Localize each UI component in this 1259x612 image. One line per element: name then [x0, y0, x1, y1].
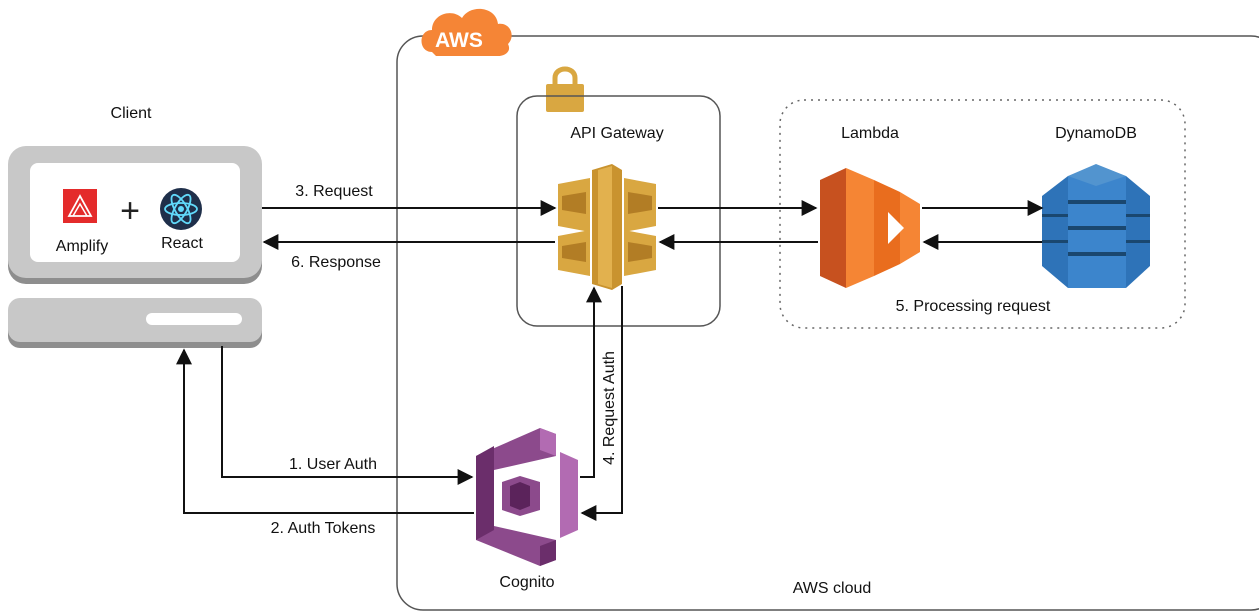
cognito-label: Cognito: [499, 574, 554, 591]
react-icon: [160, 188, 202, 230]
lambda-icon: [820, 168, 920, 288]
lambda-dynamodb-container: [779, 99, 1186, 329]
amplify-label: Amplify: [56, 238, 108, 255]
aws-cloud-label: AWS cloud: [793, 580, 872, 597]
edge-label-response: 6. Response: [291, 254, 381, 271]
edge-user-auth: [221, 346, 474, 485]
api-gateway-container: [516, 95, 721, 327]
edge-request-auth-down: [580, 286, 623, 521]
lock-icon: [546, 66, 584, 112]
edge-label-request-auth: 4. Request Auth: [601, 351, 618, 465]
plus-sign: +: [120, 192, 140, 230]
edge-label-auth-tokens: 2. Auth Tokens: [271, 520, 376, 537]
dynamodb-icon: [1042, 164, 1150, 288]
aws-cloud-icon: AWS: [421, 8, 512, 56]
api-gateway-icon: [558, 164, 656, 290]
aws-cloud-boundary: [396, 35, 1259, 611]
amplify-icon: [63, 189, 97, 223]
edge-label-request: 3. Request: [295, 183, 373, 200]
cognito-icon: [476, 428, 578, 566]
edge-label-processing: 5. Processing request: [896, 298, 1051, 315]
edge-auth-tokens: [176, 348, 474, 514]
client-keyboard: [8, 298, 262, 348]
api-gateway-label: API Gateway: [570, 125, 663, 142]
dynamodb-label: DynamoDB: [1055, 125, 1137, 142]
aws-badge-label: AWS: [435, 29, 483, 52]
client-monitor: [8, 146, 262, 284]
client-title: Client: [111, 105, 152, 122]
lambda-label: Lambda: [841, 125, 899, 142]
react-label: React: [161, 235, 203, 252]
edge-label-user-auth: 1. User Auth: [289, 456, 377, 473]
edge-request-auth-up: [580, 286, 602, 478]
